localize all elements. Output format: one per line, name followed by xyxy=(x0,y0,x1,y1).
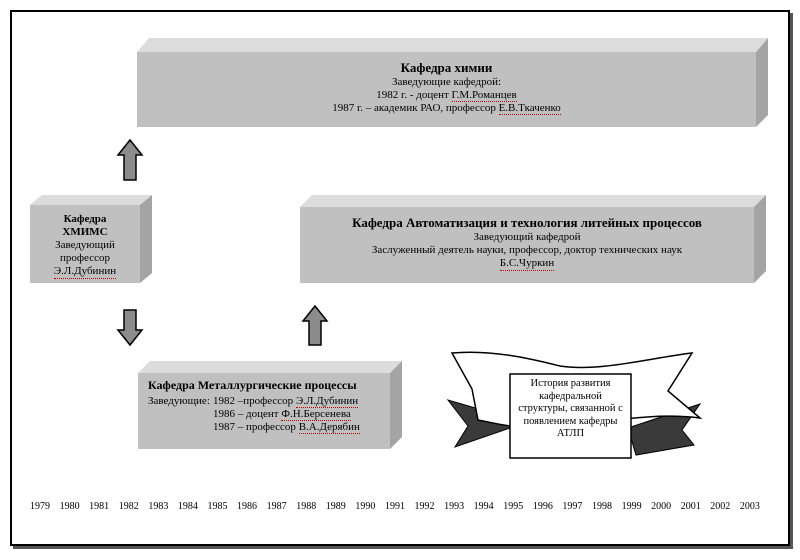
chemistry-head-1982: 1982 г. - доцент Г.М.Романцев xyxy=(376,89,517,102)
metallurgy-box-side xyxy=(390,361,402,449)
timeline-year: 1979 xyxy=(30,501,50,512)
timeline-year: 1999 xyxy=(621,501,642,512)
banner-line-4: появлением кафедры xyxy=(523,415,618,427)
timeline-year: 1991 xyxy=(384,501,405,512)
arrow-up-to-chemistry xyxy=(116,138,144,181)
automation-title: Кафедра Автоматизация и технология литей… xyxy=(352,215,702,230)
banner-caption: История развития кафедральной структуры,… xyxy=(512,378,629,456)
metallurgy-head-1987: 1987 – профессор В.А.Дерябин xyxy=(213,421,360,434)
timeline-year: 1995 xyxy=(503,501,524,512)
metallurgy-department-box: Кафедра Металлургические процессы Заведу… xyxy=(138,373,390,449)
timeline-year: 2003 xyxy=(739,501,760,512)
arrow-up-to-automation xyxy=(301,304,329,346)
timeline-year: 1989 xyxy=(325,501,346,512)
banner-line-1: История развития xyxy=(530,378,611,389)
metallurgy-box-top xyxy=(138,361,402,373)
timeline-year: 1990 xyxy=(355,501,376,512)
banner-ribbon xyxy=(446,351,703,459)
timeline-year: 1986 xyxy=(237,501,258,512)
timeline-year: 1982 xyxy=(118,501,139,512)
metallurgy-heads-label: Заведующие: xyxy=(148,395,210,407)
timeline-year: 1992 xyxy=(414,501,435,512)
timeline-year: 1980 xyxy=(59,501,80,512)
timeline-year: 1985 xyxy=(207,501,228,512)
khmims-head-2: профессор xyxy=(60,252,110,264)
chemistry-department-box: Кафедра химии Заведующие кафедрой: 1982 … xyxy=(137,52,756,127)
chemistry-box-side xyxy=(756,38,768,127)
metallurgy-title: Кафедра Металлургические процессы xyxy=(148,378,357,392)
timeline-year: 1993 xyxy=(444,501,465,512)
timeline-year: 1983 xyxy=(148,501,169,512)
chemistry-title: Кафедра химии xyxy=(400,60,493,75)
timeline-year: 1981 xyxy=(89,501,110,512)
timeline-year: 1987 xyxy=(266,501,287,512)
khmims-title-1: Кафедра xyxy=(63,213,107,225)
khmims-box-top xyxy=(30,195,152,205)
year-timeline: 1979 1980 1981 1982 1983 1984 1985 1986 1987 1988… xyxy=(30,500,760,514)
timeline-year: 1998 xyxy=(591,501,612,512)
timeline-year: 1988 xyxy=(296,501,317,512)
automation-box-side xyxy=(754,195,766,283)
timeline-year: 1994 xyxy=(473,501,494,512)
arrow-down-to-metallurgy xyxy=(116,309,144,347)
automation-department-box: Кафедра Автоматизация и технология литей… xyxy=(300,207,754,283)
timeline-year: 2001 xyxy=(680,501,701,512)
chemistry-head-1987: 1987 г. – академик РАО, профессор Е.В.Тк… xyxy=(332,102,561,115)
chemistry-box-top xyxy=(137,38,768,52)
timeline-year: 2002 xyxy=(710,501,731,512)
timeline-year: 1984 xyxy=(177,501,198,512)
automation-head-label: Заведующий кафедрой xyxy=(473,231,581,243)
automation-box-top xyxy=(300,195,766,207)
khmims-title-2: ХМИМС xyxy=(62,226,108,238)
automation-head-desc: Заслуженный деятель науки, профессор, до… xyxy=(371,244,683,256)
banner-line-3: структуры, связанной с xyxy=(518,403,623,414)
khmims-head-1: Заведующий xyxy=(55,239,115,251)
timeline-year: 1996 xyxy=(532,501,553,512)
banner-line-5: АТЛП xyxy=(556,428,585,439)
automation-head-name: Б.С.Чуркин xyxy=(499,257,555,271)
timeline-year: 2000 xyxy=(651,501,672,512)
khmims-box-side xyxy=(140,195,152,283)
khmims-department-box: Кафедра ХМИМС Заведующий профессор Э.Л.Д… xyxy=(30,205,140,283)
banner-line-2: кафедральной xyxy=(539,390,602,402)
metallurgy-head-1986: 1986 – доцент Ф.Н.Берсенева xyxy=(213,408,351,421)
metallurgy-head-1982: 1982 –профессор Э.Л.Дубинин xyxy=(213,395,359,408)
timeline-year: 1997 xyxy=(562,501,583,512)
khmims-head-name: Э.Л.Дубинин xyxy=(53,265,117,279)
chemistry-heads-label: Заведующие кафедрой: xyxy=(391,76,502,88)
